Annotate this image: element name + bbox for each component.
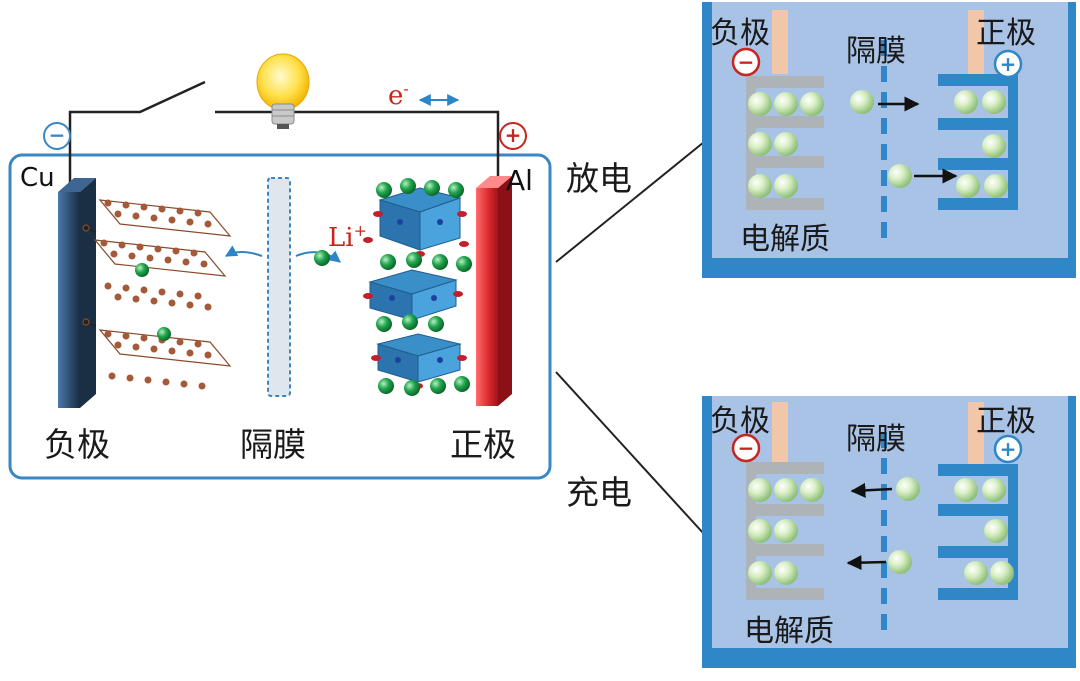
charge-minus-icon (731, 433, 761, 463)
main-minus-sign: − (49, 123, 66, 147)
cathode-metal-label: Al (506, 164, 533, 197)
charge-lithium-balls (748, 477, 1014, 585)
anode-plate (58, 178, 96, 408)
charge-cathode-label: 正极 (976, 404, 1036, 439)
callout-lines (555, 141, 705, 535)
plus-terminal-icon (499, 122, 527, 150)
minus-terminal-icon (43, 122, 71, 150)
cathode-lithium-ions (376, 178, 472, 396)
discharge-plus-sign: + (1000, 52, 1017, 76)
charge-electrolyte-label: 电解质 (744, 614, 834, 649)
anode-metal-label: Cu (20, 163, 55, 193)
discharge-lithium-balls (748, 90, 1008, 198)
discharge-label: 放电 (566, 159, 632, 198)
discharge-cathode-label: 正极 (976, 16, 1036, 51)
main-plus-sign: + (505, 123, 522, 147)
charge-panel (702, 396, 1076, 668)
anode-lithium-ions (135, 263, 171, 341)
external-circuit (68, 80, 500, 190)
discharge-minus-sign: − (738, 50, 755, 74)
charge-separator-label: 隔膜 (846, 422, 906, 457)
discharge-separator-label: 隔膜 (846, 34, 906, 69)
lithium-ion-label: Li+ (328, 221, 367, 253)
charge-plus-sign: + (1000, 437, 1017, 461)
discharge-anode-label: 负极 (710, 16, 770, 51)
separator (267, 177, 291, 397)
electron-label: e- (388, 79, 409, 111)
charge-cathode-comb (938, 464, 1018, 600)
cathode-lattice (363, 187, 469, 389)
discharge-cathode-comb (938, 74, 1018, 210)
charge-anode-label: 负极 (710, 404, 770, 439)
charge-plus-icon (993, 434, 1023, 464)
discharge-electrolyte-label: 电解质 (740, 222, 830, 257)
charge-label: 充电 (566, 473, 632, 512)
cathode-label: 正极 (450, 425, 516, 464)
separator-label: 隔膜 (240, 425, 306, 464)
charge-minus-sign: − (738, 436, 755, 460)
cathode-plate (476, 176, 512, 406)
discharge-minus-icon (731, 47, 761, 77)
light-bulb-icon (256, 53, 310, 129)
anode-label: 负极 (44, 425, 110, 464)
migrating-lithium-ion (314, 250, 330, 266)
discharge-plus-icon (993, 49, 1023, 79)
discharge-panel (702, 2, 1076, 278)
